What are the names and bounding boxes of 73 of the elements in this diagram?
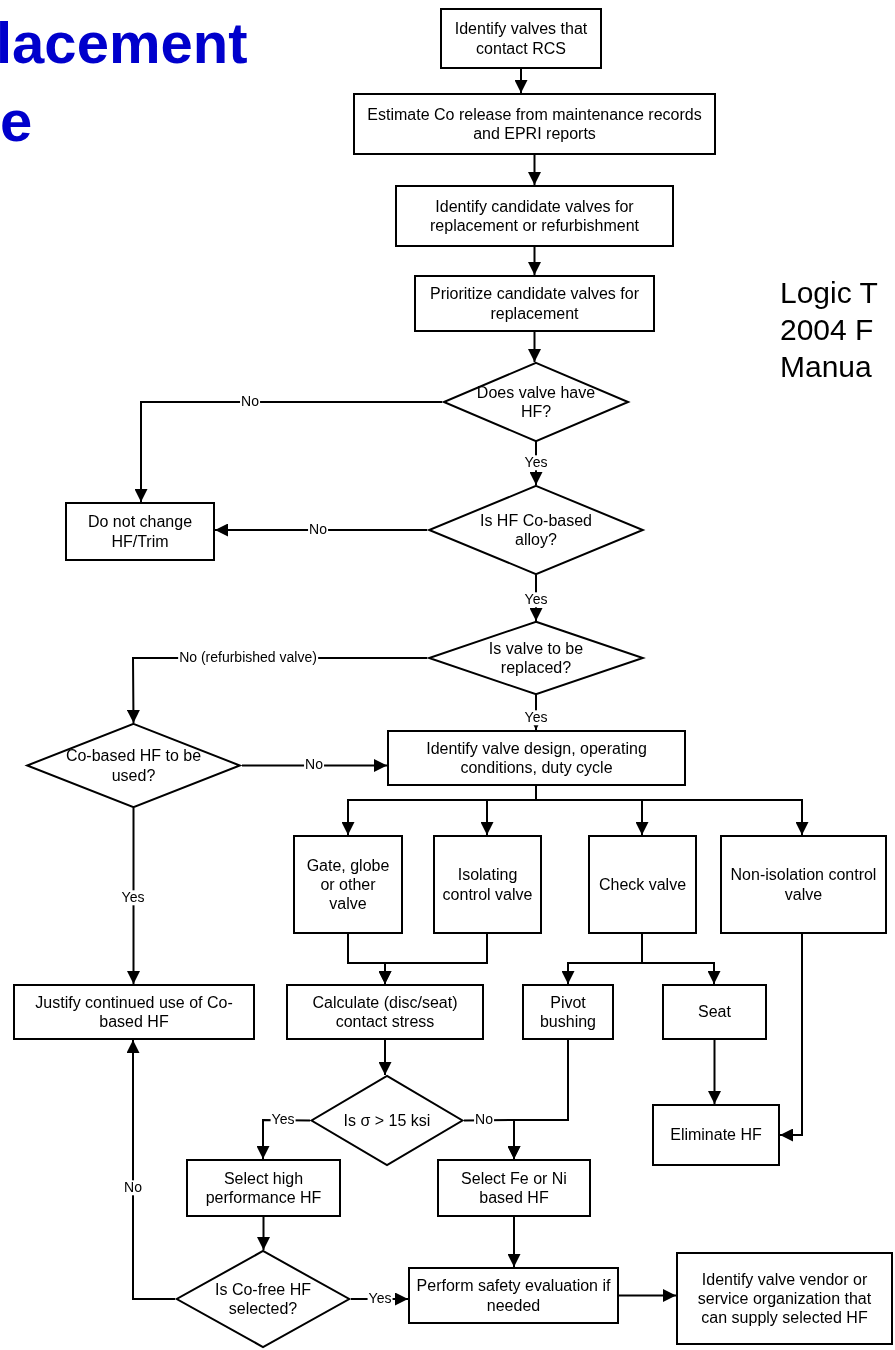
node-text: Seat <box>698 1002 731 1022</box>
process-box <box>186 1159 341 1217</box>
process-box <box>437 1159 591 1217</box>
side-note: Manua <box>780 350 872 385</box>
arrow <box>507 1216 521 1268</box>
process-box <box>522 984 614 1040</box>
arrow <box>535 785 809 836</box>
edge-label: Yes <box>523 455 549 471</box>
node-text: Is HF Co-based alloy? <box>478 510 593 550</box>
arrow <box>708 1039 721 1105</box>
node-text: Does valve have HF? <box>475 382 597 422</box>
node-text: Co-based HF to be used? <box>64 746 203 785</box>
process-box <box>293 835 403 934</box>
node-text: Select high performance HF <box>204 1168 323 1208</box>
edge-label: No (refurbished valve) <box>178 650 318 666</box>
arrow <box>214 523 428 537</box>
edge-label: Yes <box>523 592 549 608</box>
slide-title: lacement <box>0 14 248 72</box>
process-box <box>408 1267 619 1324</box>
node-text: Eliminate HF <box>670 1125 762 1145</box>
process-box <box>433 835 542 934</box>
arrow <box>378 1039 392 1076</box>
node-text: Check valve <box>598 874 687 895</box>
node-text: Estimate Co release from maintenance records and EPRI reports <box>366 104 703 144</box>
node-text: Identify valve design, operating conditions, duty cycle <box>425 738 648 778</box>
arrow <box>378 933 488 985</box>
node-text: Identify candidate valves for replacement or refurbishment <box>429 196 640 236</box>
process-box <box>65 502 215 561</box>
node-text: Is valve to be replaced? <box>487 638 585 678</box>
arrow <box>618 1289 677 1302</box>
process-box <box>353 93 716 155</box>
arrow <box>528 331 541 363</box>
arrow <box>126 1039 176 1300</box>
process-box <box>588 835 697 934</box>
arrow <box>241 759 388 772</box>
process-box <box>414 275 655 332</box>
process-box <box>286 984 484 1040</box>
node-text: Pivot bushing <box>538 992 597 1032</box>
arrow <box>127 807 140 985</box>
process-box <box>387 730 686 786</box>
arrow <box>514 68 528 94</box>
arrow <box>257 1216 270 1251</box>
node-text: Justify continued use of Co-based HF <box>34 992 234 1032</box>
process-box <box>720 835 887 934</box>
process-box <box>13 984 255 1040</box>
side-note: Logic T <box>780 276 878 311</box>
arrow <box>528 154 541 186</box>
node-text: Non-isolation control valve <box>729 865 878 904</box>
process-box <box>676 1252 893 1345</box>
node-text: Do not change HF/Trim <box>86 512 194 551</box>
slide-title: e <box>0 92 33 150</box>
node-text: Calculate (disc/seat) contact stress <box>311 992 459 1032</box>
node-text: Select Fe or Ni based HF <box>460 1168 568 1208</box>
node-text: Prioritize candidate valves for replacement <box>429 284 640 323</box>
process-box <box>395 185 674 247</box>
arrow <box>528 246 541 276</box>
arrow <box>779 933 803 1142</box>
arrow <box>507 1039 569 1160</box>
edge-label: Yes <box>120 890 146 906</box>
edge-label: No <box>123 1180 143 1196</box>
process-box <box>662 984 767 1040</box>
arrow <box>134 401 443 503</box>
node-text: Gate, globe or other valve <box>305 855 391 914</box>
node-text: Is σ > 15 ksi <box>343 1110 431 1131</box>
node-text: Identify valve vendor or service organization that can supply selected HF <box>696 1269 873 1328</box>
edge-label: Yes <box>523 710 549 726</box>
side-note: 2004 F <box>780 313 874 348</box>
node-text: Is Co-free HF selected? <box>214 1279 312 1319</box>
node-text: Perform safety evaluation if needed <box>416 1276 611 1315</box>
node-text: Identify valves that contact RCS <box>453 19 589 58</box>
process-box <box>652 1104 780 1166</box>
process-box <box>440 8 602 69</box>
node-text: Isolating control valve <box>441 865 534 904</box>
